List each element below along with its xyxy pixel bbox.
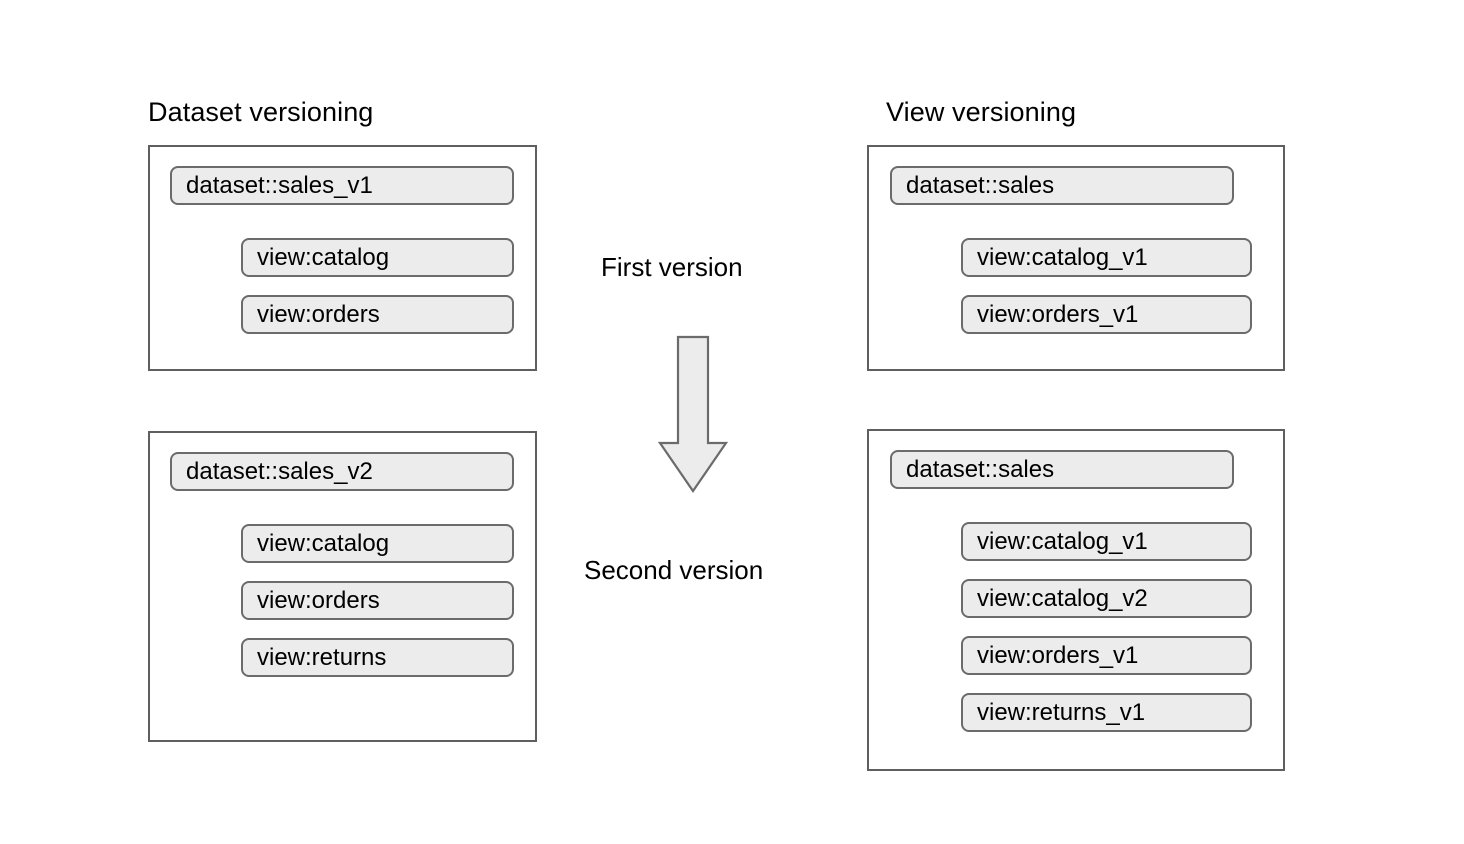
dataset-pill[interactable]: dataset::sales_v1	[170, 166, 514, 205]
dataset-pill[interactable]: dataset::sales_v2	[170, 452, 514, 491]
view-versioning-v2-panel: dataset::sales view:catalog_v1 view:cata…	[867, 429, 1285, 771]
column-heading-dataset-versioning: Dataset versioning	[148, 97, 374, 127]
view-pill[interactable]: view:catalog_v1	[961, 522, 1252, 561]
dataset-versioning-v2-panel: dataset::sales_v2 view:catalog view:orde…	[148, 431, 537, 742]
dataset-pill[interactable]: dataset::sales	[890, 166, 1234, 205]
dataset-pill[interactable]: dataset::sales	[890, 450, 1234, 489]
view-pill[interactable]: view:catalog_v2	[961, 579, 1252, 618]
view-pill[interactable]: view:catalog	[241, 524, 514, 563]
view-pill[interactable]: view:catalog_v1	[961, 238, 1252, 277]
column-heading-view-versioning: View versioning	[886, 97, 1077, 127]
dataset-versioning-v1-panel: dataset::sales_v1 view:catalog view:orde…	[148, 145, 537, 371]
view-pill[interactable]: view:returns_v1	[961, 693, 1252, 732]
view-pill[interactable]: view:orders_v1	[961, 295, 1252, 334]
view-pill[interactable]: view:catalog	[241, 238, 514, 277]
second-version-label: Second version	[584, 555, 764, 585]
view-pill[interactable]: view:orders	[241, 295, 514, 334]
view-pill[interactable]: view:orders_v1	[961, 636, 1252, 675]
view-versioning-v1-panel: dataset::sales view:catalog_v1 view:orde…	[867, 145, 1285, 371]
view-pill[interactable]: view:orders	[241, 581, 514, 620]
first-version-label: First version	[601, 252, 743, 282]
view-pill[interactable]: view:returns	[241, 638, 514, 677]
down-arrow-icon	[657, 335, 729, 493]
